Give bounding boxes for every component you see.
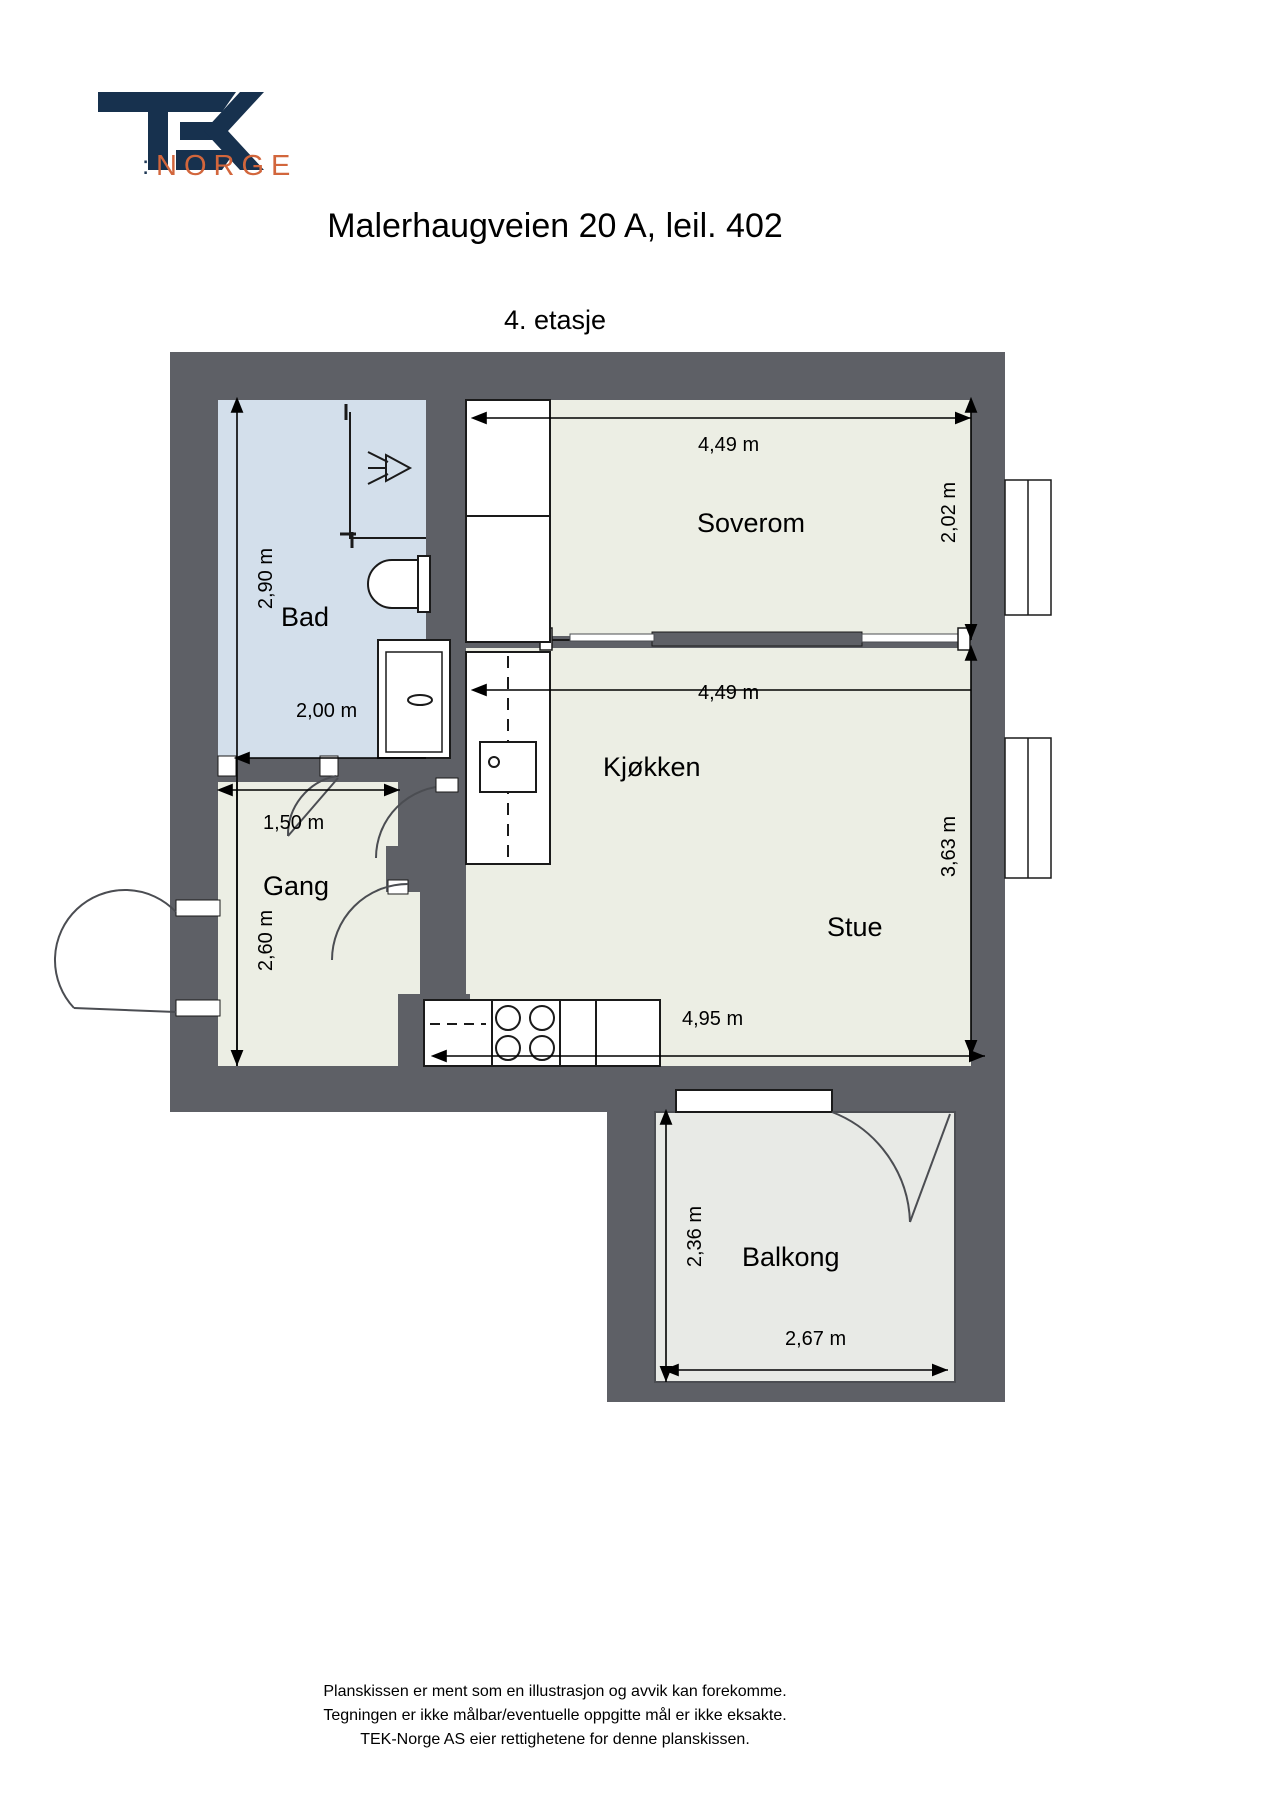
door-swing-icon-balcony	[675, 1089, 951, 1223]
room-label-bad: Bad	[281, 602, 330, 632]
room-label-kjokken: Kjøkken	[603, 752, 701, 782]
logo-norge-text: NORGE	[156, 150, 298, 182]
ventilation-icon	[367, 451, 413, 485]
disclaimer-line-1: Planskissen er ment som en illustrasjon …	[323, 1683, 787, 1700]
disclaimer: Planskissen er ment som en illustrasjon …	[0, 1680, 1110, 1752]
disclaimer-line-2: Tegningen er ikke målbar/eventuelle oppg…	[323, 1707, 787, 1724]
page-title: Malerhaugveien 20 A, leil. 402	[327, 207, 783, 245]
toilet-icon	[367, 555, 431, 613]
dim-label-balkong-width: 2,67 m	[785, 1328, 847, 1350]
sliding-door-track	[861, 633, 971, 643]
tek-wordmark-icon	[98, 92, 264, 170]
window-icon-right-bottom	[1004, 737, 1052, 879]
kitchen-upper-cabinets	[465, 399, 551, 643]
dim-label-stue-height: 3,63 m	[938, 816, 960, 878]
dim-label-gang-width: 1,50 m	[263, 812, 325, 834]
door-jamb-right	[957, 627, 971, 651]
dim-label-soverom-height: 2,02 m	[938, 482, 960, 544]
balkong-floor	[655, 1112, 955, 1382]
bad-bottom-wall	[218, 758, 466, 782]
dim-label-stue-width: 4,95 m	[682, 1008, 744, 1030]
dim-label-gang-height: 2,60 m	[255, 910, 277, 972]
sliding-door-panel	[651, 631, 863, 647]
door-swing-icon-entrance	[53, 888, 221, 1017]
dim-label-soverom-width: 4,49 m	[698, 434, 760, 456]
room-label-balkong: Balkong	[742, 1242, 840, 1272]
sink-icon	[479, 741, 537, 793]
room-label-stue: Stue	[827, 912, 883, 942]
window-icon-right-top	[1004, 479, 1052, 616]
dim-label-kjokken-width: 4,49 m	[698, 682, 760, 704]
room-label-soverom: Soverom	[697, 508, 806, 538]
dim-label-bad-width: 2,00 m	[296, 700, 358, 722]
door-swing-icon-kitchen	[375, 777, 459, 859]
shower-niche-outline	[340, 404, 426, 548]
room-label-gang: Gang	[263, 871, 330, 901]
dim-label-balkong-height: 2,36 m	[684, 1206, 706, 1268]
floor-subtitle: 4. etasje	[503, 305, 607, 335]
door-swing-icon-gang	[331, 879, 409, 961]
gang-nib-wall	[398, 1000, 424, 1066]
disclaimer-line-3: TEK-Norge AS eier rettighetene for denne…	[360, 1731, 750, 1748]
dim-label-bad-height: 2,90 m	[255, 548, 277, 610]
sliding-door-track-left	[569, 633, 655, 642]
shower-icon	[377, 639, 451, 759]
logo-dots-icon: :	[142, 150, 150, 180]
tek-norge-logo: : NORGE	[68, 62, 328, 192]
